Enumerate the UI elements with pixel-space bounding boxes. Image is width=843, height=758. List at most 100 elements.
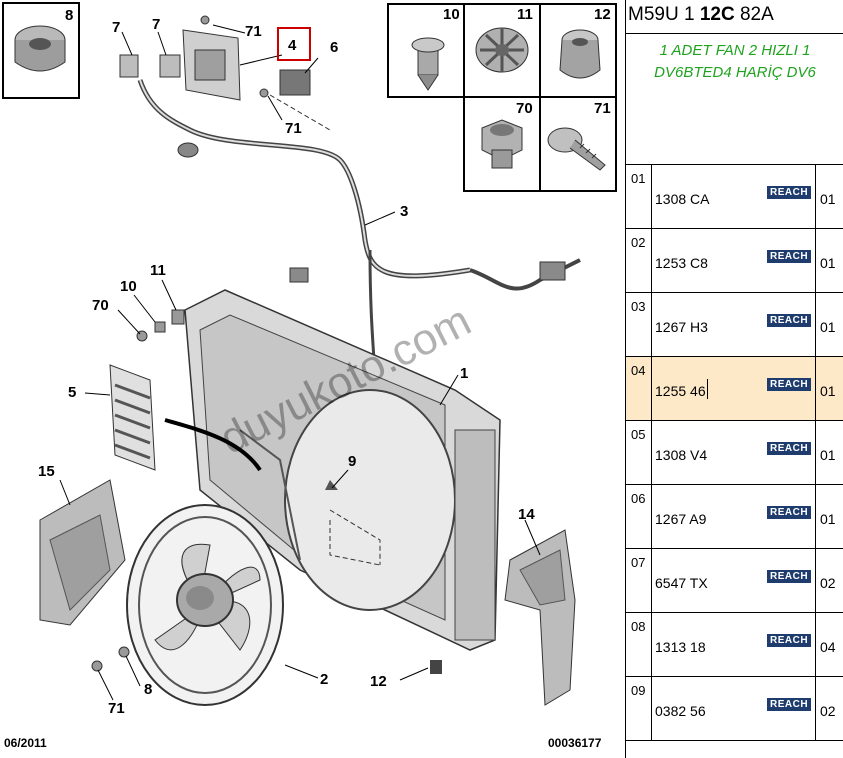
row-index: 01 — [631, 171, 646, 186]
callout-3: 3 — [400, 203, 408, 220]
inset-part-11[interactable] — [475, 27, 529, 73]
callout-8: 8 — [144, 681, 152, 698]
row-index: 09 — [631, 683, 646, 698]
quantity: 01 — [820, 319, 836, 335]
part-code: 1308 CA — [655, 191, 710, 207]
callout-10: 10 — [120, 278, 137, 295]
quantity: 01 — [820, 255, 836, 271]
reach-badge: REACH — [767, 378, 812, 391]
callout-1: 1 — [460, 365, 468, 382]
part-code: 1255 46 — [655, 383, 706, 399]
callout-7-left: 7 — [112, 19, 120, 36]
part-code: 1267 H3 — [655, 319, 708, 335]
callout-12-inset: 12 — [594, 6, 611, 23]
reach-badge: REACH — [767, 634, 812, 647]
header-bold: 12C — [699, 4, 735, 25]
callout-71-inset: 71 — [594, 100, 611, 117]
part-code: 0382 56 — [655, 703, 706, 719]
quantity: 04 — [820, 639, 836, 655]
reach-badge: REACH — [767, 442, 812, 455]
guide-lines — [269, 94, 381, 566]
table-row[interactable]: 07 6547 TX REACH 02 — [626, 549, 843, 613]
panel-header: M59U 1 12C 82A — [628, 4, 774, 26]
callout-9: 9 — [348, 453, 356, 470]
part-code: 1267 A9 — [655, 511, 707, 527]
reach-badge: REACH — [767, 250, 812, 263]
table-row[interactable]: 06 1267 A9 REACH 01 — [626, 485, 843, 549]
row-index: 02 — [631, 235, 646, 250]
row-index: 08 — [631, 619, 646, 634]
parts-diagram: 8 7 7 71 4 6 71 3 10 11 12 70 71 11 10 7… — [2, 2, 617, 750]
row-index: 07 — [631, 555, 646, 570]
quantity: 01 — [820, 447, 836, 463]
callout-5: 5 — [68, 384, 76, 401]
leader-lines — [59, 24, 541, 701]
deflector-part-15[interactable] — [39, 479, 126, 626]
table-row[interactable]: 01 1308 CA REACH 01 — [626, 165, 843, 229]
parts-table: 01 1308 CA REACH 01 02 1253 C8 REACH 01 03 1267 H… — [626, 164, 843, 741]
note-line-2: DV6BTED4 HARİÇ DV6 — [654, 64, 816, 81]
callout-11: 11 — [150, 262, 166, 279]
callout-12: 12 — [370, 673, 387, 690]
table-row[interactable]: 03 1267 H3 REACH 01 — [626, 293, 843, 357]
parts-panel: M59U 1 12C 82A 1 ADET FAN 2 HIZLI 1 DV6B… — [625, 0, 843, 758]
callout-70: 70 — [92, 297, 109, 314]
quantity: 01 — [820, 383, 836, 399]
quantity: 01 — [820, 511, 836, 527]
callout-71-bottom: 71 — [108, 700, 125, 717]
quantity: 02 — [820, 575, 836, 591]
inset-part-8[interactable] — [2, 2, 80, 99]
header-prefix: M59U 1 — [628, 4, 695, 25]
note-line-1: 1 ADET FAN 2 HIZLI 1 — [659, 42, 811, 59]
callout-8-inset: 8 — [65, 7, 73, 24]
ref-code: 00036177 — [548, 736, 602, 750]
reach-badge: REACH — [767, 698, 812, 711]
callout-71-mid: 71 — [285, 120, 302, 137]
table-row[interactable]: 09 0382 56 REACH 02 — [626, 677, 843, 741]
part-code: 1313 18 — [655, 639, 706, 655]
reach-badge: REACH — [767, 314, 812, 327]
relays-and-module[interactable] — [119, 29, 581, 361]
table-row[interactable]: 02 1253 C8 REACH 01 — [626, 229, 843, 293]
row-index: 03 — [631, 299, 646, 314]
callout-2: 2 — [320, 671, 328, 688]
inset-part-10[interactable] — [411, 37, 445, 91]
table-row[interactable]: 05 1308 V4 REACH 01 — [626, 421, 843, 485]
reach-badge: REACH — [767, 506, 812, 519]
quantity: 01 — [820, 191, 836, 207]
deflector-part-14[interactable] — [504, 529, 576, 706]
row-index: 06 — [631, 491, 646, 506]
inset-part-70[interactable] — [481, 119, 523, 169]
row-index: 05 — [631, 427, 646, 442]
inset-part-71[interactable] — [547, 127, 606, 171]
inset-part-12[interactable] — [559, 29, 601, 79]
text-cursor — [707, 379, 708, 399]
header-suffix: 82A — [739, 4, 774, 25]
panel-note: 1 ADET FAN 2 HIZLI 1 DV6BTED4 HARİÇ DV6 — [626, 40, 843, 84]
callout-15: 15 — [38, 463, 55, 480]
callout-14: 14 — [518, 506, 535, 523]
louvre-part-5[interactable] — [109, 364, 156, 471]
part-code: 6547 TX — [655, 575, 708, 591]
table-row[interactable]: 08 1313 18 REACH 04 — [626, 613, 843, 677]
fan-assembly-part-2[interactable] — [126, 504, 284, 706]
row-index: 04 — [631, 363, 646, 378]
inset-grid-fasteners — [387, 3, 617, 192]
callout-4: 4 — [288, 37, 297, 54]
callout-71-top: 71 — [245, 23, 262, 40]
reach-badge: REACH — [767, 186, 812, 199]
fan-shroud[interactable] — [184, 289, 501, 651]
callout-4-highlight[interactable]: 4 — [277, 27, 311, 61]
table-row[interactable]: 04 1255 46 REACH 01 — [626, 357, 843, 421]
quantity: 02 — [820, 703, 836, 719]
callout-6: 6 — [330, 39, 338, 56]
part-code: 1253 C8 — [655, 255, 708, 271]
callout-11-inset: 11 — [517, 6, 533, 23]
callout-70-inset: 70 — [516, 100, 533, 117]
callout-7-right: 7 — [152, 16, 160, 33]
date-code: 06/2011 — [4, 736, 47, 750]
loose-fasteners — [91, 15, 442, 674]
callout-10-inset: 10 — [443, 6, 460, 23]
reach-badge: REACH — [767, 570, 812, 583]
part-code: 1308 V4 — [655, 447, 708, 463]
